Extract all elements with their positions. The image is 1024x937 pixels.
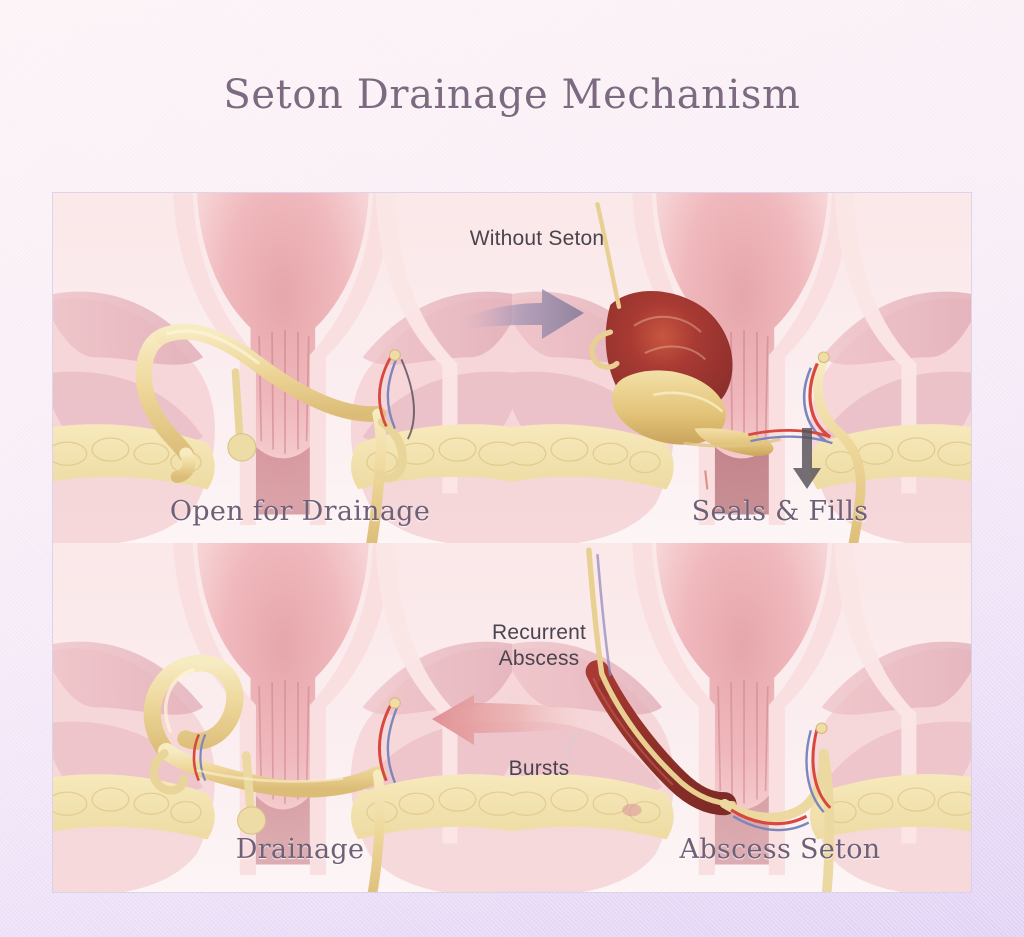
- label-recurrent-abscess-line1: Recurrent: [491, 621, 586, 644]
- quadrant-seals-and-fills: [512, 193, 971, 543]
- caption-drainage: Drainage: [235, 834, 365, 865]
- quadrant-open-for-drainage: [53, 193, 512, 543]
- arrow-right-icon: [466, 289, 584, 339]
- arrow-down-icon: [793, 428, 821, 489]
- page-title: Seton Drainage Mechanism: [223, 72, 801, 118]
- caption-open-for-drainage: Open for Drainage: [169, 496, 431, 527]
- arrow-left-icon: [432, 695, 588, 745]
- anatomy-illustration-sealed-abscess: [512, 193, 971, 543]
- caption-seals-and-fills: Seals & Fills: [691, 496, 869, 527]
- label-recurrent-abscess: Recurrent Abscess: [424, 620, 654, 673]
- label-recurrent-abscess-line2: Abscess: [498, 647, 580, 671]
- anatomy-illustration-open-fistula: [53, 193, 512, 543]
- label-without-seton: Without Seton: [469, 227, 605, 250]
- figure-panel: [52, 192, 972, 893]
- caption-abscess-seton: Abscess Seton: [679, 834, 881, 865]
- label-bursts: Bursts: [508, 757, 570, 780]
